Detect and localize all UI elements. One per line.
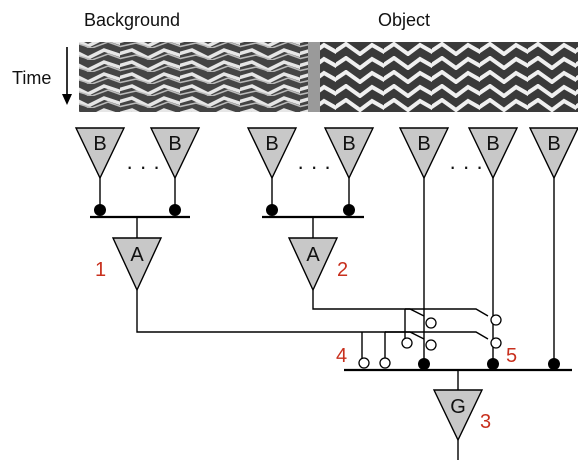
inhibitory-synapse — [490, 314, 502, 326]
a-cell-letter: A — [130, 244, 144, 266]
time-arrow-head — [62, 94, 72, 105]
b-cell-letter: B — [168, 133, 181, 155]
a2-branch-obj2 — [405, 308, 489, 317]
g-cell-letter: G — [450, 396, 466, 418]
excitatory-synapse — [487, 358, 499, 370]
excitatory-synapse — [343, 204, 355, 216]
inhibitory-synapse — [425, 317, 437, 329]
b-cell: B — [149, 127, 201, 180]
b-cell-letter: B — [342, 133, 355, 155]
ellipsis: · · · — [449, 154, 483, 179]
label-4: 4 — [336, 345, 347, 367]
a1-branch-obj2 — [385, 331, 489, 340]
b-cell: B — [467, 127, 519, 180]
object-label: Object — [378, 10, 430, 30]
b-cell-letter: B — [486, 133, 499, 155]
excitatory-synapse — [94, 204, 106, 216]
b-cell-letter: B — [417, 133, 430, 155]
inhibitory-synapse — [358, 357, 370, 369]
b-cell: B — [398, 127, 450, 180]
b-cell: B — [246, 127, 298, 180]
excitatory-synapse — [266, 204, 278, 216]
a-cell: A — [287, 237, 339, 292]
g-cell: G — [432, 389, 484, 442]
object-stimulus-strip — [320, 42, 578, 112]
a2-output-wire — [312, 290, 425, 317]
ellipsis: · · · — [126, 154, 160, 179]
b-cell: B — [74, 127, 126, 180]
ellipsis: · · · — [297, 154, 331, 179]
label-5: 5 — [506, 345, 517, 367]
excitatory-synapse — [418, 358, 430, 370]
inhibitory-synapse — [490, 337, 502, 349]
background-label: Background — [84, 10, 180, 30]
label-2: 2 — [337, 259, 348, 281]
a1-output-wire — [136, 290, 386, 362]
time-label: Time — [12, 68, 51, 88]
inhibitory-synapse — [401, 337, 413, 349]
excitatory-synapse — [548, 358, 560, 370]
b-cell-letter: B — [265, 133, 278, 155]
a-cell-letter: A — [306, 244, 320, 266]
background-stimulus-strip — [79, 42, 308, 112]
b-cell-letter: B — [547, 133, 560, 155]
b-cell: B — [323, 127, 375, 180]
inhibitory-synapse — [379, 357, 391, 369]
a-cell: A — [111, 237, 163, 292]
b-cell: B — [528, 127, 578, 180]
stimulus-divider — [308, 42, 320, 112]
label-3: 3 — [480, 411, 491, 433]
label-1: 1 — [95, 259, 106, 281]
b-cell-letter: B — [93, 133, 106, 155]
excitatory-synapse — [169, 204, 181, 216]
inhibitory-synapse — [425, 339, 437, 351]
